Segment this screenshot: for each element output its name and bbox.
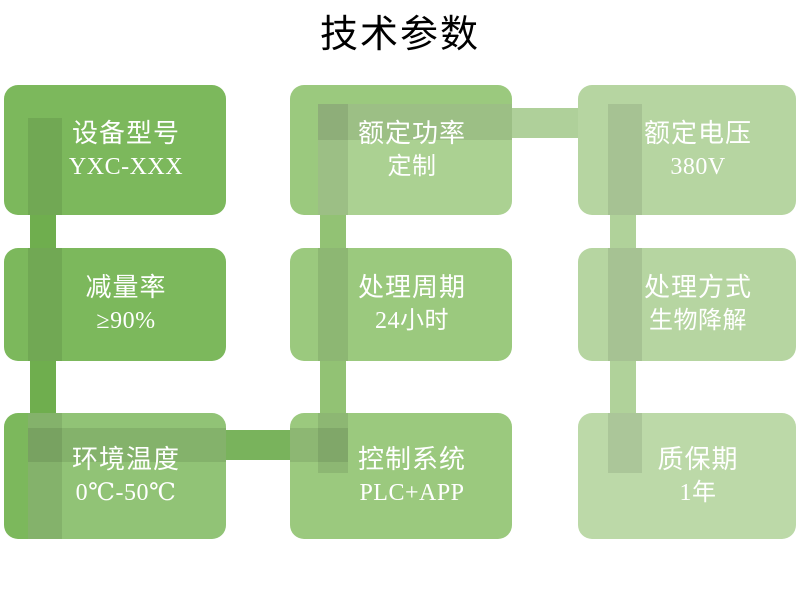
card-content: 质保期 1年 [578, 413, 796, 539]
card-label: 减量率 [85, 273, 167, 302]
card-warranty-period[interactable]: 质保期 1年 [578, 413, 796, 539]
card-value: 24小时 [375, 308, 449, 334]
card-label: 额定电压 [643, 118, 752, 148]
page-title: 技术参数 [319, 14, 480, 56]
card-processing-cycle[interactable]: 处理周期 24小时 [290, 248, 512, 361]
card-control-system[interactable]: 控制系统 PLC+APP [290, 413, 512, 539]
card-label: 额定功率 [357, 118, 466, 148]
card-content: 处理周期 24小时 [290, 248, 512, 361]
card-content: 减量率 ≥90% [4, 248, 226, 361]
card-content: 设备型号 YXC-XXX [4, 85, 226, 215]
card-label: 控制系统 [357, 444, 466, 474]
card-value: 生物降解 [649, 308, 747, 334]
card-rated-power[interactable]: 额定功率 定制 [290, 85, 512, 215]
card-value: ≥90% [96, 308, 156, 334]
card-value: 定制 [387, 153, 437, 180]
card-content: 额定电压 380V [578, 85, 796, 215]
card-value: PLC+APP [359, 479, 465, 506]
card-label: 处理方式 [643, 273, 752, 302]
card-label: 处理周期 [357, 273, 466, 302]
card-value: YXC-XXX [68, 153, 184, 180]
card-rated-voltage[interactable]: 额定电压 380V [578, 85, 796, 215]
card-content: 控制系统 PLC+APP [290, 413, 512, 539]
card-device-model[interactable]: 设备型号 YXC-XXX [4, 85, 226, 215]
card-label: 环境温度 [71, 444, 180, 474]
card-label: 设备型号 [71, 118, 180, 148]
card-value: 380V [670, 153, 726, 180]
card-value: 1年 [679, 479, 717, 506]
card-label: 质保期 [657, 444, 739, 474]
card-content: 环境温度 0℃-50℃ [4, 413, 226, 539]
card-ambient-temperature[interactable]: 环境温度 0℃-50℃ [4, 413, 226, 539]
card-processing-method[interactable]: 处理方式 生物降解 [578, 248, 796, 361]
card-value: 0℃-50℃ [75, 479, 177, 506]
card-content: 处理方式 生物降解 [578, 248, 796, 361]
card-reduction-rate[interactable]: 减量率 ≥90% [4, 248, 226, 361]
card-content: 额定功率 定制 [290, 85, 512, 215]
